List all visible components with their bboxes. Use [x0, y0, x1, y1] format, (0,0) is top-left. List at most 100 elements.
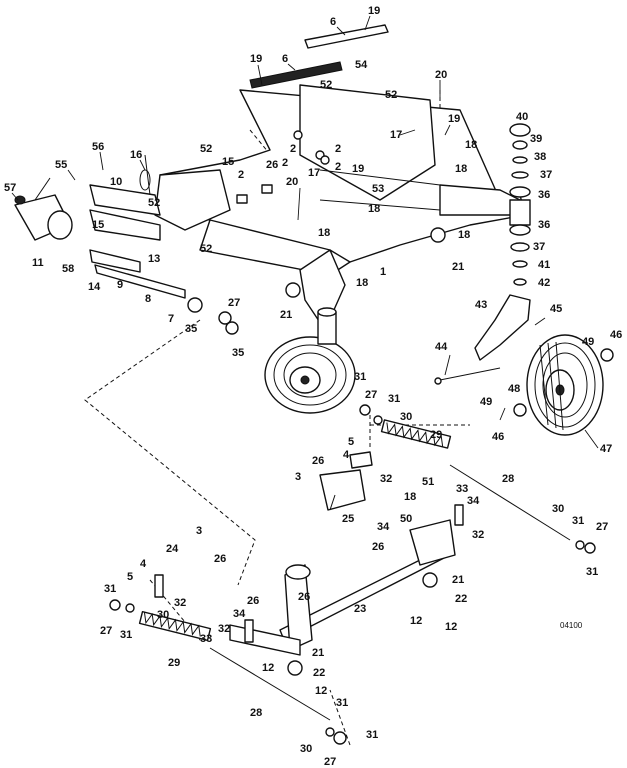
callout-18: 18: [368, 203, 380, 215]
callout-31: 31: [104, 583, 116, 595]
callout-2: 2: [335, 143, 341, 155]
callout-31: 31: [354, 371, 366, 383]
callout-56: 56: [92, 141, 104, 153]
callout-24: 24: [166, 543, 179, 555]
callout-30: 30: [300, 743, 312, 755]
callout-57: 57: [4, 182, 16, 194]
callout-30: 30: [157, 609, 169, 621]
callout-49: 49: [480, 396, 492, 408]
callout-27: 27: [228, 297, 240, 309]
callout-20: 20: [286, 176, 298, 188]
callout-22: 22: [313, 667, 325, 679]
hardware: [109, 130, 596, 745]
callout-3: 3: [196, 525, 202, 537]
callout-12: 12: [262, 662, 274, 674]
callout-30: 30: [400, 411, 412, 423]
callout-29: 29: [430, 429, 442, 441]
callout-31: 31: [572, 515, 584, 527]
callout-51: 51: [422, 476, 434, 488]
callout-4: 4: [140, 558, 147, 570]
callout-26: 26: [247, 595, 259, 607]
callout-33: 33: [200, 633, 212, 645]
callout-25: 25: [342, 513, 354, 525]
callout-13: 13: [148, 253, 160, 265]
callout-2: 2: [335, 161, 341, 173]
callout-27: 27: [596, 521, 608, 533]
callout-18: 18: [455, 163, 467, 175]
callout-49: 49: [582, 336, 594, 348]
right-caster-wheel: [513, 334, 614, 436]
callout-38: 38: [534, 151, 546, 163]
callout-30: 30: [552, 503, 564, 515]
callout-19: 19: [448, 113, 460, 125]
callout-36: 36: [538, 189, 550, 201]
callout-5: 5: [348, 436, 354, 448]
callout-3: 3: [295, 471, 301, 483]
callout-21: 21: [452, 574, 464, 586]
callout-26: 26: [372, 541, 384, 553]
callout-46: 46: [492, 431, 504, 443]
callout-29: 29: [168, 657, 180, 669]
callout-26: 26: [298, 591, 310, 603]
left-actuator: [14, 177, 73, 241]
callout-26: 26: [214, 553, 226, 565]
callout-27: 27: [365, 389, 377, 401]
callout-10: 10: [110, 176, 122, 188]
callout-14: 14: [88, 281, 101, 293]
callout-48: 48: [508, 383, 520, 395]
callout-37: 37: [540, 169, 552, 181]
callout-34: 34: [233, 608, 246, 620]
callout-7: 7: [168, 313, 174, 325]
caster-stack: [509, 123, 531, 286]
callout-44: 44: [435, 341, 448, 353]
callout-labels: 19 6 19 6 54 52 52 20 19 17 18 18 2 2 2 …: [4, 5, 622, 768]
center-bracket: [319, 451, 373, 511]
callout-41: 41: [538, 259, 550, 271]
callout-11: 11: [32, 257, 44, 269]
callout-12: 12: [445, 621, 457, 633]
callout-21: 21: [280, 309, 292, 321]
callout-50: 50: [400, 513, 412, 525]
callout-52: 52: [385, 89, 397, 101]
callout-54: 54: [355, 59, 368, 71]
callout-31: 31: [366, 729, 378, 741]
callout-23: 23: [354, 603, 366, 615]
callout-34: 34: [377, 521, 390, 533]
callout-43: 43: [475, 299, 487, 311]
callout-4: 4: [343, 449, 350, 461]
main-frame: [154, 84, 526, 331]
spring-lower: [138, 611, 212, 641]
callout-17: 17: [308, 167, 320, 179]
callout-52: 52: [320, 79, 332, 91]
callout-46: 46: [610, 329, 622, 341]
callout-22: 22: [455, 593, 467, 605]
leader-lines: [11, 15, 599, 449]
callout-26: 26: [312, 455, 324, 467]
callout-5: 5: [127, 571, 133, 583]
callout-37: 37: [533, 241, 545, 253]
callout-32: 32: [472, 529, 484, 541]
callout-12: 12: [410, 615, 422, 627]
callout-31: 31: [120, 629, 132, 641]
callout-6: 6: [330, 16, 336, 28]
callout-55: 55: [55, 159, 67, 171]
callout-21: 21: [452, 261, 464, 273]
caster-fork: [434, 294, 531, 385]
callout-2: 2: [282, 157, 288, 169]
callout-32: 32: [380, 473, 392, 485]
callout-8: 8: [145, 293, 151, 305]
callout-18: 18: [356, 277, 368, 289]
callout-45: 45: [550, 303, 562, 315]
callout-27: 27: [324, 756, 336, 768]
callout-32: 32: [174, 597, 186, 609]
callout-20: 20: [435, 69, 447, 81]
callout-26: 26: [266, 159, 278, 171]
callout-18: 18: [404, 491, 416, 503]
callout-18: 18: [318, 227, 330, 239]
callout-19: 19: [368, 5, 380, 17]
callout-9: 9: [117, 279, 123, 291]
callout-33: 33: [456, 483, 468, 495]
callout-35: 35: [185, 323, 197, 335]
callout-52: 52: [200, 243, 212, 255]
callout-6: 6: [282, 53, 288, 65]
